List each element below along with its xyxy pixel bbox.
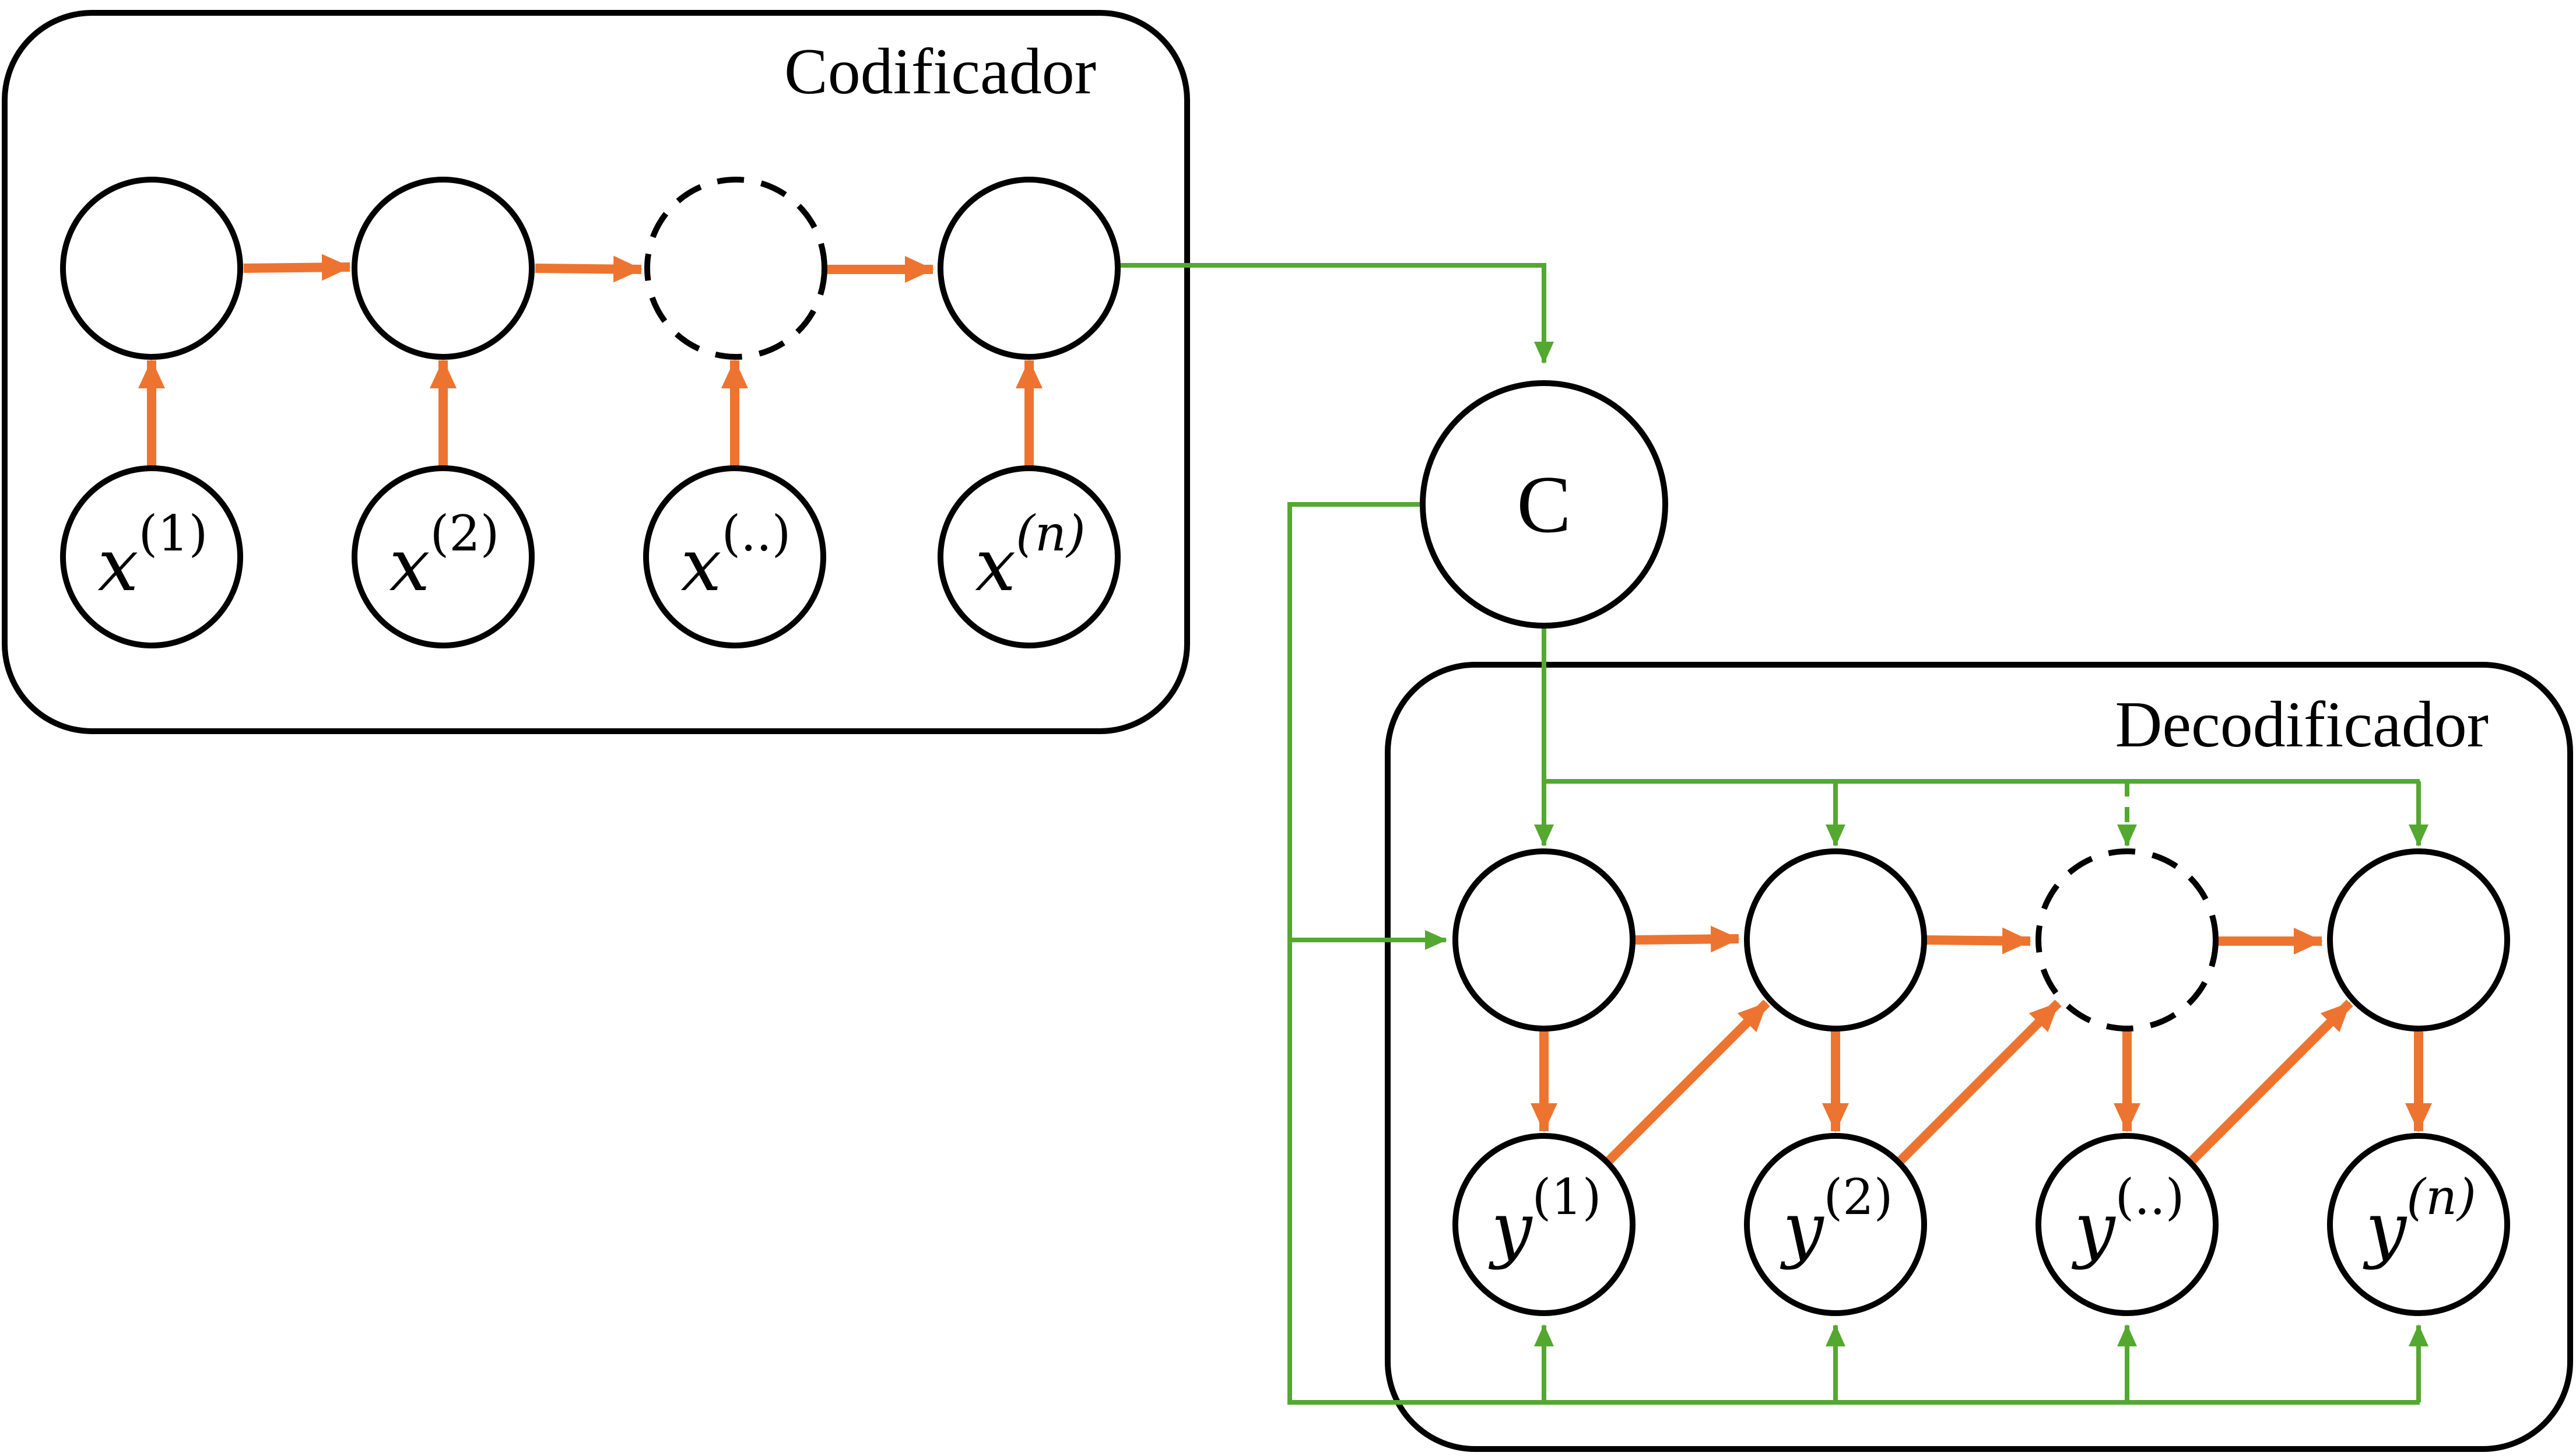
encoder-hidden-node-1 bbox=[60, 177, 243, 360]
encoder-input-node-4: x(n) bbox=[938, 465, 1121, 648]
decoder-output-node-1: y(1) bbox=[1452, 1133, 1636, 1316]
encoder-arrows bbox=[138, 254, 1043, 466]
decoder-arrows bbox=[1531, 925, 2432, 1164]
svg-text:y(1): y(1) bbox=[1488, 1169, 1601, 1271]
encoder-input-node-2: x(2) bbox=[352, 465, 535, 648]
encoder-block: Codificador bbox=[2, 10, 1190, 734]
encoder-hidden-node-2 bbox=[352, 177, 535, 360]
decoder-feedback-arrow-2 bbox=[1897, 999, 2062, 1164]
decoder-output-node-2: y(2) bbox=[1744, 1133, 1927, 1316]
svg-text:x(n): x(n) bbox=[975, 505, 1086, 608]
svg-text:x(1): x(1) bbox=[98, 505, 208, 608]
encoder-box bbox=[2, 10, 1190, 734]
encoder-input-node-3: x(..) bbox=[643, 465, 826, 648]
decoder-hidden-node-3 bbox=[2035, 848, 2219, 1032]
context-link-encoder bbox=[1121, 263, 1554, 364]
context-connections bbox=[1121, 263, 2428, 1405]
svg-text:x(2): x(2) bbox=[389, 505, 500, 608]
svg-text:y(..): y(..) bbox=[2071, 1169, 2184, 1271]
decoder-feedback-arrow-3 bbox=[2189, 999, 2353, 1164]
decoder-output-node-4: y(n) bbox=[2327, 1133, 2510, 1316]
decoder-recurrent-arrow-2 bbox=[1925, 927, 2031, 955]
decoder-hidden-node-4 bbox=[2327, 848, 2510, 1032]
encoder-recurrent-arrow-2 bbox=[535, 255, 643, 283]
svg-text:x(..): x(..) bbox=[681, 505, 791, 608]
decoder-hidden-node-1 bbox=[1452, 848, 1636, 1032]
context-link-left-bus bbox=[1287, 502, 2420, 1405]
decoder-recurrent-arrow-1 bbox=[1633, 925, 1740, 953]
svg-text:y(n): y(n) bbox=[2363, 1169, 2476, 1271]
decoder-feedback-arrow-1 bbox=[1606, 999, 1770, 1164]
decoder-block: Decodificador bbox=[1385, 662, 2573, 1452]
context-node: C bbox=[1420, 380, 1668, 629]
encoder-input-node-1: x(1) bbox=[60, 465, 243, 648]
svg-text:y(2): y(2) bbox=[1780, 1169, 1893, 1271]
encoder-hidden-node-3 bbox=[644, 177, 827, 360]
encoder-hidden-nodes bbox=[60, 177, 1121, 360]
decoder-box bbox=[1385, 662, 2573, 1452]
decoder-hidden-nodes bbox=[1452, 848, 2510, 1032]
encoder-title: Codificador bbox=[784, 36, 1096, 108]
encoder-hidden-node-4 bbox=[938, 177, 1121, 360]
decoder-output-node-3: y(..) bbox=[2035, 1133, 2219, 1316]
decoder-hidden-node-2 bbox=[1744, 848, 1927, 1032]
encoder-recurrent-arrow-1 bbox=[243, 254, 351, 281]
context-label: C bbox=[1517, 459, 1571, 550]
decoder-title: Decodificador bbox=[2115, 689, 2489, 761]
decoder-output-nodes: y(1) y(2) y(..) y(n) bbox=[1452, 1133, 2510, 1316]
encoder-input-nodes: x(1) x(2) x(..) x(n) bbox=[60, 465, 1121, 648]
